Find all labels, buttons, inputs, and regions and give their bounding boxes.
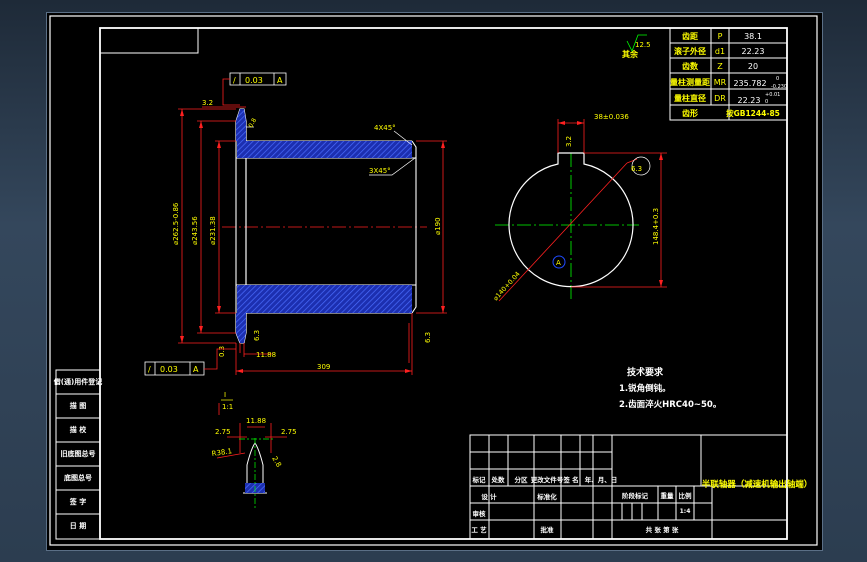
detail-radius: R38.1	[211, 447, 232, 458]
gdt-bottom-symbol: /	[148, 365, 151, 374]
strip-label-5: 底图总号	[64, 473, 92, 482]
param-name-1: 齿距	[682, 31, 698, 41]
front-dia-left-2: ⌀243.56	[191, 216, 199, 245]
front-roughness-right: 6.3	[424, 332, 432, 343]
tech-req-title: 技术要求	[627, 366, 664, 378]
param-value-4: 235.782	[733, 79, 766, 88]
gdt-bottom-value: 0.03	[160, 365, 178, 374]
param-symbol-1: P	[718, 32, 723, 41]
side-keyway-dim: 38±0.036	[594, 113, 629, 121]
tb-stage-label: 阶段标记	[622, 491, 649, 500]
front-dim-length: 309	[317, 363, 330, 371]
parameter-table	[669, 27, 788, 121]
tb-header-mark: 标记	[472, 475, 487, 484]
strip-label-3: 描 校	[70, 425, 87, 434]
detail-label: I	[224, 391, 226, 399]
front-dia-left-3: ⌀231.38	[209, 216, 217, 245]
top-hatched-section	[237, 141, 412, 158]
gdt-top-value: 0.03	[245, 76, 263, 85]
tb-weight-label: 重量	[661, 491, 675, 500]
roughness-note: 12.5 其余	[622, 34, 651, 59]
tb-scale-value: 1:4	[680, 508, 691, 515]
tb-design: 设 计	[481, 492, 497, 501]
tb-part-name: 半联轴器（减速机输出轴端）	[702, 479, 813, 490]
strip-label-7: 日 期	[70, 521, 86, 530]
param-symbol-5: DR	[714, 94, 726, 103]
front-view: 3.2 4X45° 3X45° 0.8 ⌀262.5-0.86 ⌀243.56 …	[172, 99, 447, 375]
tb-header-date: 年、月、日	[585, 475, 618, 484]
tb-sheets: 共 张 第 张	[646, 525, 679, 534]
front-roughness-flange: 0.8	[247, 117, 258, 129]
bottom-hatched-section	[237, 285, 412, 313]
param-symbol-4: MR	[714, 78, 727, 87]
detail-left: 2.75	[215, 428, 231, 436]
param-value-1: 38.1	[744, 32, 762, 41]
side-dim-3-2: 3.2	[565, 136, 573, 147]
strip-label-4: 旧底图总号	[61, 449, 96, 458]
tb-header-sign: 签 名	[562, 475, 578, 484]
param-symbol-3: Z	[717, 62, 723, 71]
param-symbol-2: d1	[715, 47, 725, 56]
strip-label-1: 借(通)用件登记	[53, 377, 102, 386]
tb-approve: 批准	[541, 525, 555, 534]
corner-code-box	[99, 27, 199, 54]
tb-standard: 标准化	[536, 492, 557, 501]
detail-right: 2.75	[281, 428, 297, 436]
param-name-3: 齿数	[682, 61, 699, 71]
param-name-2: 滚子外径	[674, 46, 706, 56]
front-dim-11-88: 11.88	[256, 351, 276, 359]
tb-scale-label: 比例	[679, 491, 693, 500]
gdt-frame-bottom: / 0.03 A	[144, 348, 236, 376]
gdt-top-symbol: /	[233, 76, 236, 85]
param-value-3: 20	[748, 62, 758, 71]
side-roughness: 6.3	[631, 165, 642, 173]
param-name-6: 齿形	[682, 108, 698, 118]
detail-dim-2-8: 2.8	[270, 455, 282, 469]
side-dia: ⌀140+0.04	[492, 270, 522, 302]
tb-header-docno: 更改文件号	[531, 475, 564, 484]
left-strip	[55, 369, 101, 540]
tb-review: 审核	[473, 509, 487, 518]
param-name-4: 量柱测量距	[670, 77, 710, 87]
tb-header-zone: 分区	[515, 475, 529, 484]
front-dia-bore: ⌀190	[434, 217, 442, 235]
front-roughness-bottom: 6.3	[253, 330, 261, 341]
front-chamfer-inner: 3X45°	[369, 167, 391, 175]
param-value-6: 按GB1244-85	[726, 108, 780, 118]
param-tol-upper-4: 0	[776, 76, 779, 82]
param-value-2: 22.23	[742, 47, 765, 56]
front-dim-3-2: 3.2	[202, 99, 213, 107]
gdt-frame-top: / 0.03 A	[222, 72, 287, 106]
tb-header-count: 处数	[491, 475, 506, 484]
side-view: A 38±0.036 3.2 6.3 148.4+0.3 ⌀140+0.04	[492, 113, 667, 302]
inner-frame	[99, 27, 788, 540]
tb-process: 工 艺	[471, 525, 487, 534]
roughness-note-label: 其余	[622, 49, 639, 59]
detail-scale: 1:1	[222, 403, 233, 411]
param-tol-lower-4: -0.230	[771, 84, 787, 90]
strip-label-2: 描 图	[70, 401, 86, 410]
detail-view: I 1:1 11.88 2.75 2.75 R38.1 2.8	[211, 391, 297, 508]
side-datum-label: A	[556, 259, 561, 267]
tech-req-item-1: 1.锐角倒钝。	[619, 383, 671, 394]
front-dim-0-3: 0.3	[218, 346, 226, 357]
front-dia-left-1: ⌀262.5-0.86	[172, 202, 180, 245]
gdt-bottom-datum: A	[193, 365, 199, 374]
gdt-top-datum: A	[277, 76, 283, 85]
tech-req-item-2: 2.齿面淬火HRC40~50。	[619, 399, 721, 410]
tech-requirements: 技术要求 1.锐角倒钝。 2.齿面淬火HRC40~50。	[619, 366, 721, 410]
cad-viewport[interactable]: 借(通)用件登记 描 图 描 校 旧底图总号 底图总号 签 字 日 期 齿距 滚…	[46, 12, 823, 551]
title-block	[469, 434, 788, 540]
roughness-note-value: 12.5	[635, 41, 651, 49]
param-name-5: 量柱直径	[674, 93, 706, 103]
param-tol-lower-5: 0	[765, 99, 768, 105]
param-tol-upper-5: +0.01	[765, 92, 780, 98]
detail-width: 11.88	[246, 417, 266, 425]
param-value-5: 22.23	[738, 96, 761, 105]
outer-frame	[49, 15, 818, 546]
drawing-canvas[interactable]: 借(通)用件登记 描 图 描 校 旧底图总号 底图总号 签 字 日 期 齿距 滚…	[47, 13, 822, 550]
strip-label-6: 签 字	[69, 497, 86, 506]
side-dim-height: 148.4+0.3	[652, 208, 660, 245]
front-chamfer-top: 4X45°	[374, 124, 396, 132]
